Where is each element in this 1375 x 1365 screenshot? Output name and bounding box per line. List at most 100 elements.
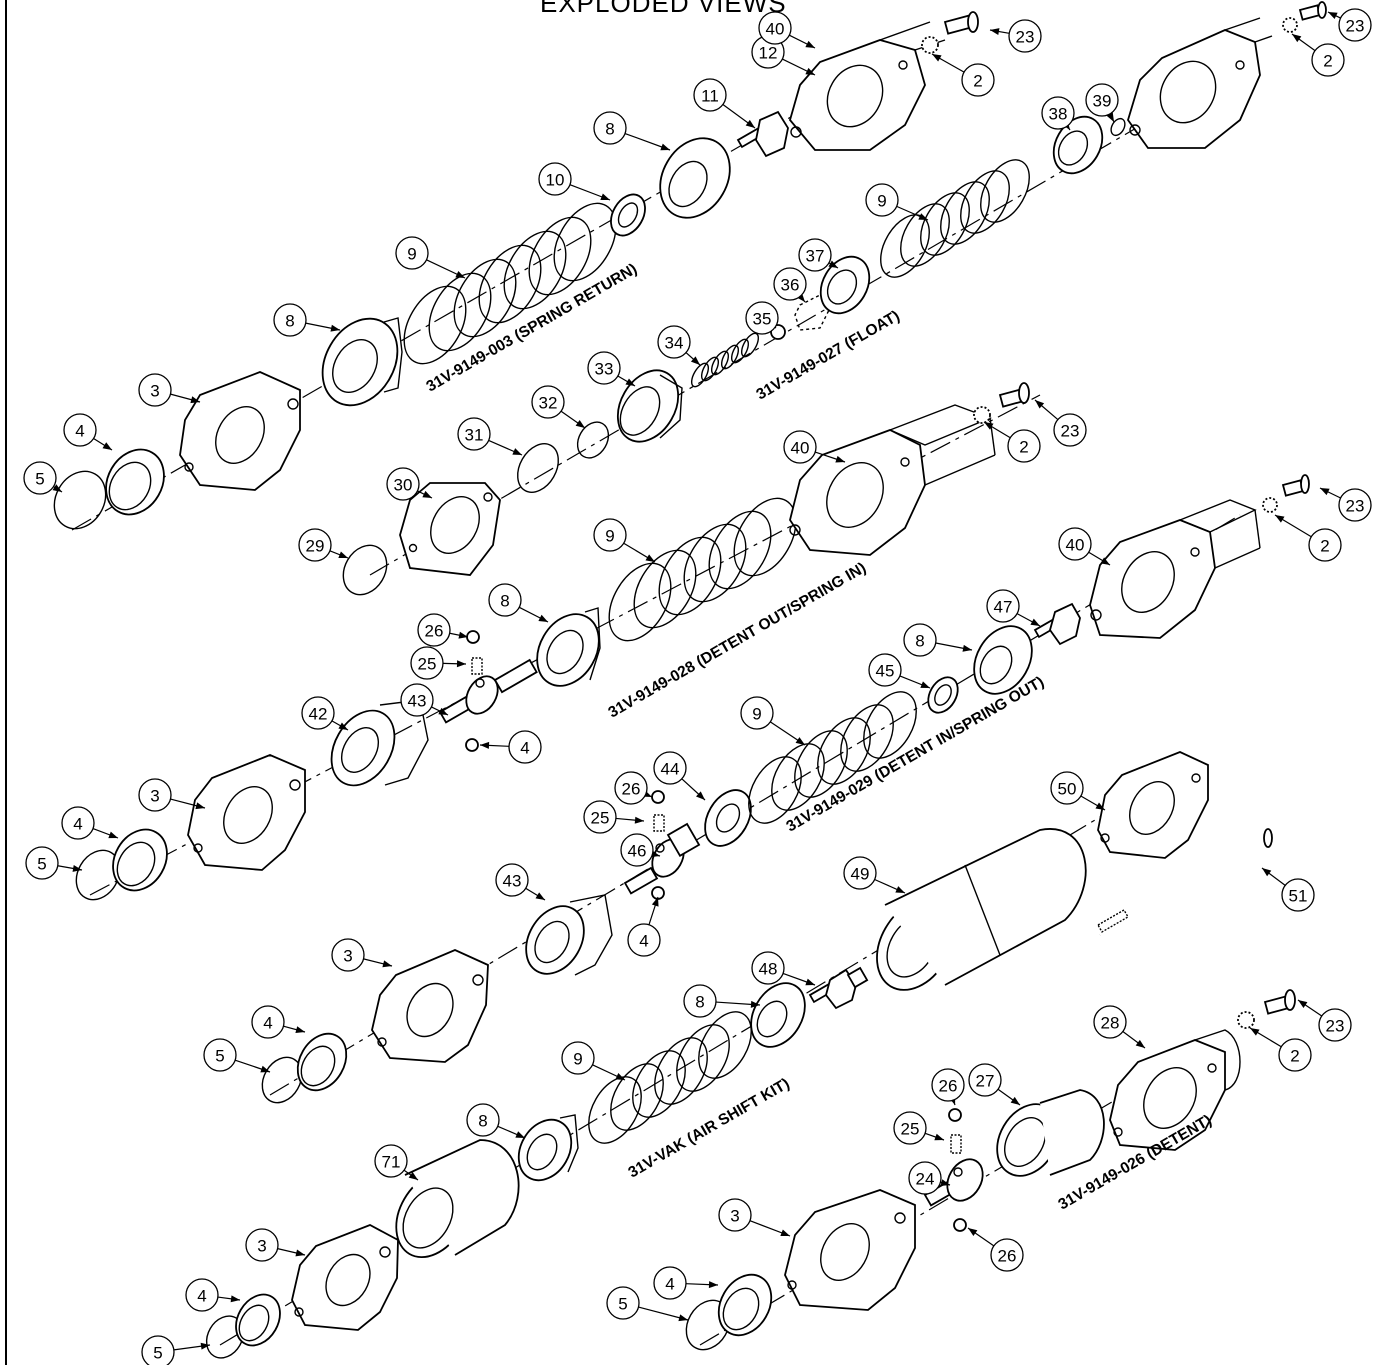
end-plate [1097,751,1209,859]
callout-bubble [488,583,522,617]
callout-26: 26 [931,1068,965,1106]
callout-number: 3 [730,1207,739,1226]
callout-5: 5 [23,461,63,495]
air-cylinder [876,828,1087,991]
snap-ring [75,849,121,901]
detent-stem [923,1158,984,1207]
callout-bubble [1085,83,1119,117]
callout-9: 9 [593,518,656,563]
callout-number: 5 [37,855,46,874]
spring [588,1011,752,1144]
spring-seat [973,625,1033,695]
callout-arrowhead [295,1249,305,1257]
callout-arrowhead [690,356,700,365]
callout-bubble [693,78,727,112]
callout-4: 4 [627,896,661,957]
callout-arrowhead [260,1065,270,1073]
callout-number: 23 [1346,17,1365,36]
callout-bubble [758,11,792,45]
callout-bubble [417,613,451,647]
callout-2: 2 [1274,514,1342,562]
callout-number: 46 [628,842,647,861]
callout-number: 12 [759,44,778,63]
callout-48: 48 [751,951,816,986]
callout-31: 31 [457,417,523,456]
callout-35: 35 [745,301,779,335]
callout-8: 8 [273,303,341,337]
detent-stem [438,658,538,724]
callout-45: 45 [868,653,931,689]
bushing [717,1273,773,1337]
callout-arrowhead [230,1295,240,1303]
callout-number: 40 [766,20,785,39]
callout-arrowhead [455,270,465,278]
callout-number: 2 [1019,438,1028,457]
callout-bubble [1053,413,1087,447]
snap-ring [53,470,107,530]
seal-plate [399,482,501,576]
callout-number: 9 [573,1050,582,1069]
bushing [112,828,168,892]
callout-arrowhead [920,681,930,688]
callout-number: 11 [701,87,719,106]
lock-washer [1237,1011,1255,1029]
callout-bubble [843,856,877,890]
callout-4: 4 [61,806,119,840]
callout-arrowhead [1320,488,1330,496]
callout-71: 71 [374,1144,419,1181]
lock-washer [1262,497,1278,513]
callout-number: 26 [425,622,444,641]
callout-2: 2 [931,53,995,97]
centerline-air-shift-kit [219,789,1146,1346]
callout-bubble [593,518,627,552]
callout-3: 3 [138,373,201,407]
detent-stem [623,822,701,895]
callout-number: 4 [73,815,82,834]
callout-5: 5 [203,1038,271,1073]
callout-number: 44 [661,760,680,779]
callout-bubble [740,696,774,730]
callout-bubble [931,1068,965,1102]
callout-number: 31 [465,426,484,445]
screw [1263,989,1296,1015]
spring-seat [517,1114,579,1182]
callout-number: 50 [1058,780,1077,799]
callout-bubble [1058,527,1092,561]
callout-number: 36 [781,276,800,295]
callout-arrowhead [1010,1096,1020,1105]
callout-number: 27 [976,1072,995,1091]
callout-39: 39 [1085,83,1119,123]
callout-bubble [185,1278,219,1312]
callout-arrowhead [835,455,845,463]
callout-arrowhead [1298,1000,1308,1008]
o-ring [1110,117,1126,137]
callout-25: 25 [410,646,467,680]
callout-number: 8 [500,592,509,611]
callout-number: 5 [618,1295,627,1314]
bushing [235,1293,281,1347]
callout-bubble [1338,488,1372,522]
callout-bubble [718,1198,752,1232]
callout-arrowhead [651,897,659,907]
end-cap [1127,17,1273,149]
callout-number: 28 [1101,1014,1120,1033]
callout-number: 35 [753,310,772,329]
callout-arrowhead [795,737,805,745]
callout-arrowhead [72,865,82,872]
callout-9: 9 [740,696,806,746]
callout-bubble [614,771,648,805]
callout-number: 45 [876,662,895,681]
callout-arrowhead [1135,1039,1145,1048]
callout-2: 2 [983,421,1041,463]
spring-seat [321,317,403,407]
o-ring [576,421,610,459]
callout-number: 23 [1016,28,1035,47]
callout-bubble [1050,771,1084,805]
callout-bubble [986,589,1020,623]
callout-bubble [466,1103,500,1137]
callout-bubble [1041,96,1075,130]
mounting-flange [179,371,301,491]
callout-number: 23 [1346,497,1365,516]
callout-arrowhead [535,892,545,900]
callout-bubble [298,528,332,562]
